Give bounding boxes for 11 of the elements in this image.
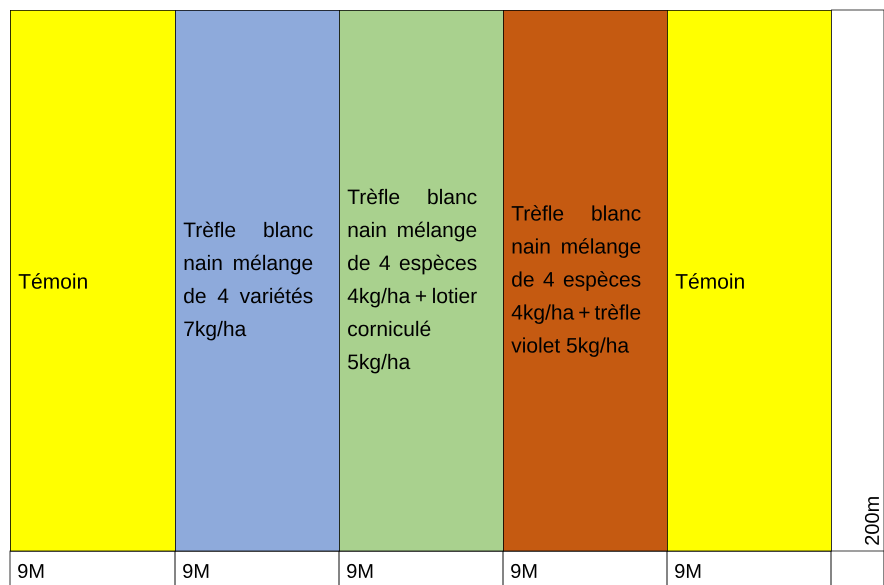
table-cell: 9M xyxy=(338,550,504,585)
plot-band: Témoin xyxy=(667,10,832,552)
plot-band: Trèfle blanc nain mélange de 4 espèces 4kg/ha + lotier corniculé 5kg/ha xyxy=(339,10,504,552)
dimension-label: 200m xyxy=(864,497,880,545)
table-cell: 9M xyxy=(10,550,176,585)
table-cell: 9M xyxy=(666,550,832,585)
plot-band: Témoin xyxy=(10,10,176,552)
table-cell: 9M xyxy=(174,550,340,585)
table-cell: 9M xyxy=(502,550,668,585)
plot-band: Trèfle blanc nain mélange de 4 variétés 7kg/ha xyxy=(175,10,340,552)
plot-band: Trèfle blanc nain mélange de 4 espèces 4kg/ha + trèfle violet 5kg/ha xyxy=(503,10,668,552)
